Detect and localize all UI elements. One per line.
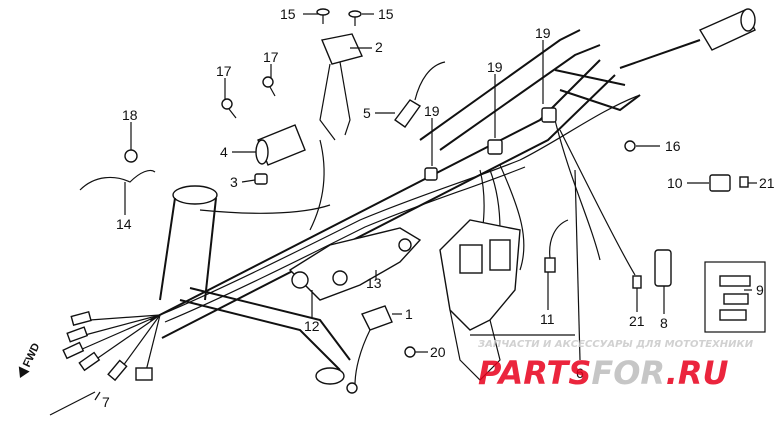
watermark: ЗАПЧАСТИ И АКСЕССУАРЫ ДЛЯ МОТОТЕХНИКИ PA… (478, 339, 754, 392)
callout-19-left: 19 (424, 103, 440, 119)
callout-4: 4 (220, 144, 228, 160)
components (49, 8, 766, 416)
fwd-label: FWD (21, 341, 42, 369)
callout-10: 10 (667, 175, 683, 191)
callout-14: 14 (116, 216, 132, 232)
callout-6: 6 (576, 365, 584, 381)
callout-17-left: 17 (216, 63, 232, 79)
wire-harness (62, 94, 641, 382)
callout-16: 16 (665, 138, 681, 154)
callout-3: 3 (230, 174, 238, 190)
watermark-brand: PARTSFOR.RU (478, 354, 728, 392)
callout-15-left: 15 (280, 6, 296, 22)
callout-15-right: 15 (378, 6, 394, 22)
frame (149, 8, 756, 385)
callouts: 15 15 2 17 17 19 19 19 18 5 4 3 14 16 10… (102, 6, 775, 410)
callout-2: 2 (375, 39, 383, 55)
callout-18: 18 (122, 107, 138, 123)
callout-13: 13 (366, 275, 382, 291)
watermark-brand-tld: .RU (666, 354, 729, 392)
callout-20: 20 (430, 344, 446, 360)
callout-8: 8 (660, 315, 668, 331)
callout-7: 7 (102, 394, 110, 410)
watermark-brand-left: PARTS (478, 354, 591, 392)
callout-11: 11 (540, 311, 555, 327)
callout-5: 5 (363, 105, 371, 121)
leader-lines (94, 13, 757, 401)
callout-21-lower: 21 (629, 313, 645, 329)
callout-17-right: 17 (263, 49, 279, 65)
callout-1: 1 (405, 306, 413, 322)
callout-9: 9 (756, 282, 764, 298)
watermark-tagline: ЗАПЧАСТИ И АКСЕССУАРЫ ДЛЯ МОТОТЕХНИКИ (478, 339, 754, 350)
callout-19-mid: 19 (487, 59, 503, 75)
forward-arrow-icon: FWD (18, 341, 42, 378)
callout-19-top: 19 (535, 25, 551, 41)
callout-21-right: 21 (759, 175, 775, 191)
watermark-brand-right: FOR (591, 354, 665, 392)
callout-12: 12 (304, 318, 320, 334)
